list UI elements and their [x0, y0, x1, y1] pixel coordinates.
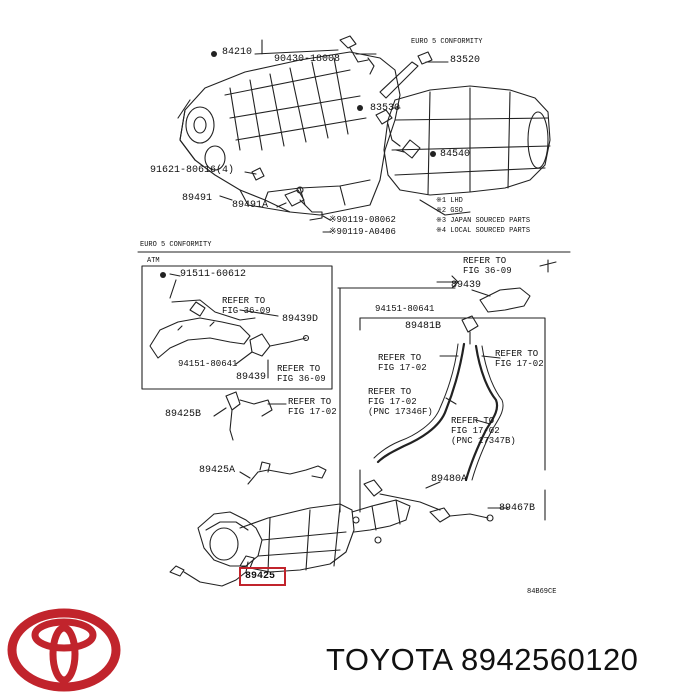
label-94151-80641-right[interactable]: 94151-80641 [375, 304, 435, 314]
sensor-89425B-drawing [225, 391, 273, 441]
exhaust-tube-right [464, 344, 499, 482]
label-89425B[interactable]: 89425B [165, 409, 202, 420]
label-89491[interactable]: 89491 [182, 193, 213, 204]
toyota-logo [8, 606, 120, 694]
legend-line-1: ※1 LHD [436, 197, 463, 205]
label-91621-80616[interactable]: 91621-80616(4) [150, 165, 235, 176]
converter-illustration [197, 499, 411, 573]
sensor-89425A-drawing [247, 465, 327, 485]
label-90430-18008[interactable]: 90430-18008 [274, 54, 341, 65]
highlight-box-89425 [239, 567, 286, 586]
refer-fig-36-09-inset-2[interactable]: REFER TO FIG 36-09 [277, 364, 326, 384]
part-number: 8942560120 [461, 642, 639, 677]
toyota-logo-drawing [7, 608, 121, 692]
label-89425A[interactable]: 89425A [199, 465, 236, 476]
refer-fig-17-02-pnc-17347B[interactable]: REFER TO FIG 17-02 (PNC 17347B) [451, 416, 516, 446]
brand-part-title: TOYOTA 8942560120 [326, 640, 638, 680]
label-91511-60612[interactable]: 91511-60612 [180, 269, 247, 280]
legend-line-4: ※4 LOCAL SOURCED PARTS [436, 227, 531, 235]
refer-fig-36-09-right[interactable]: REFER TO FIG 36-09 [463, 256, 512, 276]
refer-fig-17-02-a[interactable]: REFER TO FIG 17-02 [288, 397, 337, 417]
label-89439D[interactable]: 89439D [282, 314, 319, 325]
exhaust-tube-left [376, 342, 466, 464]
label-83530[interactable]: 83530 [370, 103, 401, 114]
refer-fig-17-02-pnc-17346F[interactable]: REFER TO FIG 17-02 (PNC 17346F) [368, 387, 433, 417]
label-89480A[interactable]: 89480A [431, 474, 468, 485]
euro5-note-top: EURO 5 CONFORMITY [411, 38, 483, 46]
refer-fig-17-02-c[interactable]: REFER TO FIG 17-02 [495, 349, 544, 369]
atm-inset-box [141, 265, 333, 390]
label-89439-right[interactable]: 89439 [451, 280, 482, 291]
refer-fig-36-09-inset[interactable]: REFER TO FIG 36-09 [222, 296, 271, 316]
label-90119-A0406[interactable]: ※90119-A0406 [329, 227, 396, 237]
label-89491A[interactable]: 89491A [232, 200, 269, 211]
label-89439-inset[interactable]: 89439 [236, 372, 267, 383]
label-83520[interactable]: 83520 [450, 55, 481, 66]
transmission-illustration [383, 85, 551, 216]
label-89481B[interactable]: 89481B [405, 321, 442, 332]
engine-legend: ※1 LHD ※2 GSO ※3 JAPAN SOURCED PARTS ※4 … [436, 196, 530, 236]
atm-inset-tag: ATM [147, 257, 160, 265]
label-84540[interactable]: 84540 [440, 149, 471, 160]
sensor-89425-drawing [169, 561, 249, 587]
legend-line-2: ※2 GSO [436, 207, 463, 215]
euro5-note-section: EURO 5 CONFORMITY [140, 241, 212, 249]
refer-fig-17-02-b[interactable]: REFER TO FIG 17-02 [378, 353, 427, 373]
figure-code: 84B69CE [527, 588, 557, 596]
label-90119-08062[interactable]: ※90119-08062 [329, 215, 396, 225]
label-89425[interactable]: 89425 [245, 571, 276, 582]
label-84210[interactable]: 84210 [222, 47, 253, 58]
brand-name: TOYOTA [326, 642, 452, 677]
label-94151-80641-inset[interactable]: 94151-80641 [178, 359, 238, 369]
engine-illustration [177, 35, 433, 216]
label-89467B[interactable]: 89467B [499, 503, 536, 514]
sensor-89491A-drawing [284, 189, 323, 221]
legend-line-3: ※3 JAPAN SOURCED PARTS [436, 217, 531, 225]
